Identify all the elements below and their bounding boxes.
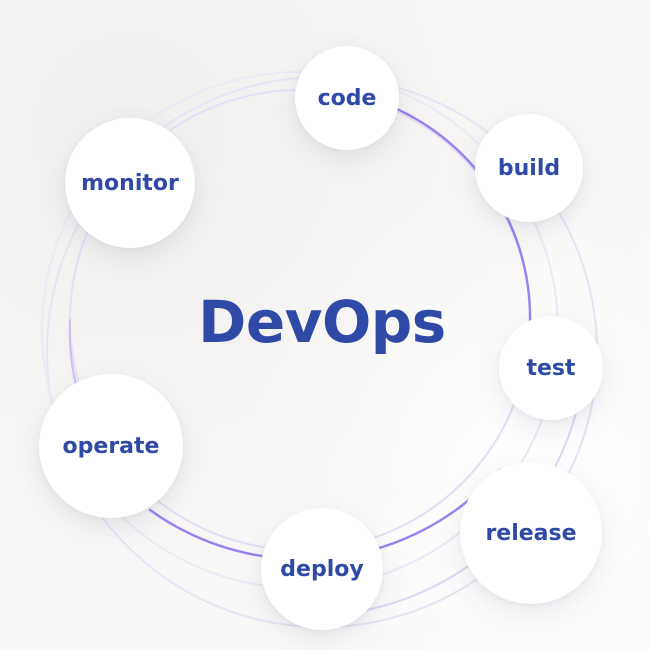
stage-test-node[interactable]: test bbox=[499, 316, 603, 420]
stage-operate-label: operate bbox=[62, 433, 160, 459]
stage-deploy-label: deploy bbox=[280, 556, 364, 582]
stage-code-node[interactable]: code bbox=[295, 46, 399, 150]
stage-build-label: build bbox=[497, 155, 561, 181]
stage-operate-node[interactable]: operate bbox=[39, 374, 183, 518]
stage-release-node[interactable]: release bbox=[460, 462, 602, 604]
stage-monitor-node[interactable]: monitor bbox=[65, 118, 195, 248]
stage-build-node[interactable]: build bbox=[475, 114, 583, 222]
stage-code-label: code bbox=[317, 85, 377, 111]
diagram-title: DevOps bbox=[198, 288, 446, 356]
stage-test-label: test bbox=[526, 355, 576, 381]
stage-deploy-node[interactable]: deploy bbox=[261, 508, 383, 630]
stage-monitor-label: monitor bbox=[81, 170, 179, 196]
stage-release-label: release bbox=[485, 520, 577, 546]
